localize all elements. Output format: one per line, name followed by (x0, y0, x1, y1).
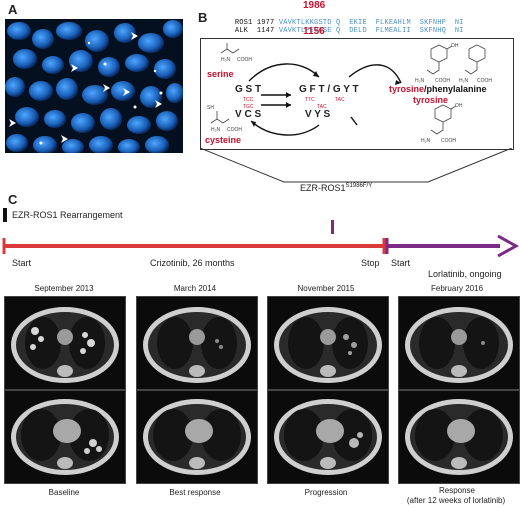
tyrosine-label: tyrosine (413, 95, 449, 105)
ct-scan-best-response-lower (136, 390, 258, 484)
codon-gst: G S T (235, 84, 262, 95)
svg-text:COOH: COOH (477, 78, 492, 84)
scan-caption-4: Response (438, 486, 476, 495)
scan-date-3: November 2015 (297, 284, 355, 293)
codon-tcc: TCC (243, 97, 254, 103)
ct-scan-baseline-lower (4, 390, 126, 484)
fish-micrograph (5, 19, 183, 153)
codon-ttc: TTC (305, 97, 315, 103)
cysteine-structure (210, 111, 230, 124)
svg-text:COOH: COOH (237, 57, 252, 63)
panel-a-letter: A (8, 2, 18, 17)
mutation-mechanism-box: H₂N COOH H₂N COOH SH (200, 38, 514, 150)
svg-text:H₂N: H₂N (211, 127, 221, 133)
ct-scan-response-upper (398, 296, 520, 390)
tyrosine-phenylalanine-label: tyrosine/phenylalanine (389, 84, 487, 94)
phenylalanine-part: /phenylalanine (424, 84, 487, 94)
svg-text:OH: OH (451, 43, 459, 49)
rearrangement-marker (3, 208, 7, 222)
crizotinib-label: Crizotinib, 26 months (150, 258, 235, 268)
codon-tac: TAC (335, 97, 345, 103)
ct-scan-baseline-upper (4, 296, 126, 390)
svg-text:COOH: COOH (227, 127, 242, 133)
scan-caption-3: Progression (304, 488, 348, 497)
codon-gft-gyt: G F T / G Y T (299, 84, 359, 95)
serine-label: serine (207, 69, 234, 79)
phenylalanine-structure (464, 44, 486, 75)
ct-scan-best-response-upper (136, 296, 258, 390)
mutation-label: EZR-ROS1S1986F/Y (300, 183, 373, 193)
scan-caption-1: Baseline (48, 488, 80, 497)
svg-text:COOH: COOH (435, 78, 450, 84)
callout-lines (200, 148, 512, 183)
svg-text:H₂N: H₂N (221, 57, 231, 63)
ct-scan-progression-upper (267, 296, 389, 390)
arrowheads (9, 32, 162, 143)
codon-tgc: TGC (243, 104, 254, 110)
rearrangement-label: EZR-ROS1 Rearrangement (12, 210, 123, 220)
start2-label: Start (391, 258, 411, 268)
codon-vcs: V C S (235, 109, 262, 120)
panel-b-letter: B (198, 10, 208, 25)
svg-text:H₂N: H₂N (421, 138, 431, 144)
treatment-timeline (2, 234, 520, 258)
alk-sequence-row: ALK 1147 VAVKTLPEVCSE Q DELD FLMEALII SK… (234, 27, 464, 35)
scan-caption-2: Best response (169, 488, 221, 497)
lorlatinib-arrowhead (497, 234, 520, 258)
tyrosine-structure (426, 44, 453, 75)
svg-text:SH: SH (207, 105, 214, 111)
ct-scan-progression-lower (267, 390, 389, 484)
svg-text:OH: OH (455, 103, 463, 109)
svg-text:H₂N: H₂N (415, 78, 425, 84)
cysteine-label: cysteine (205, 135, 242, 145)
scan-caption-4-sub: (after 12 weeks of lorlatinib) (406, 496, 506, 505)
svg-text:H₂N: H₂N (459, 78, 469, 84)
codon-vys: V Y S (305, 109, 331, 120)
codon-tac-2: TAC (317, 104, 327, 110)
mutation-arrows (248, 63, 402, 136)
panel-c-letter: C (8, 192, 18, 207)
tyrosine-part: tyrosine (389, 84, 425, 94)
serine-structure (220, 43, 240, 54)
stop-label: Stop (361, 258, 380, 268)
fish-signals (39, 41, 163, 145)
svg-text:COOH: COOH (441, 138, 456, 144)
start-label: Start (12, 258, 32, 268)
scan-date-4: February 2016 (430, 284, 484, 293)
cell-nuclei (5, 20, 183, 153)
position-1986: 1986 (303, 0, 326, 11)
tyrosine-structure-2 (430, 104, 457, 135)
mutation-marker (331, 220, 334, 234)
lorlatinib-label: Lorlatinib, ongoing (428, 269, 502, 279)
scan-date-1: September 2013 (34, 284, 94, 293)
position-1156: 1156 (303, 26, 325, 37)
ct-scan-response-lower (398, 390, 520, 484)
scan-date-2: March 2014 (173, 284, 217, 293)
ros1-sequence-row: ROS1 1977 VAVKTLKKGSTD Q EKIE FLKEAHLM S… (234, 19, 464, 27)
